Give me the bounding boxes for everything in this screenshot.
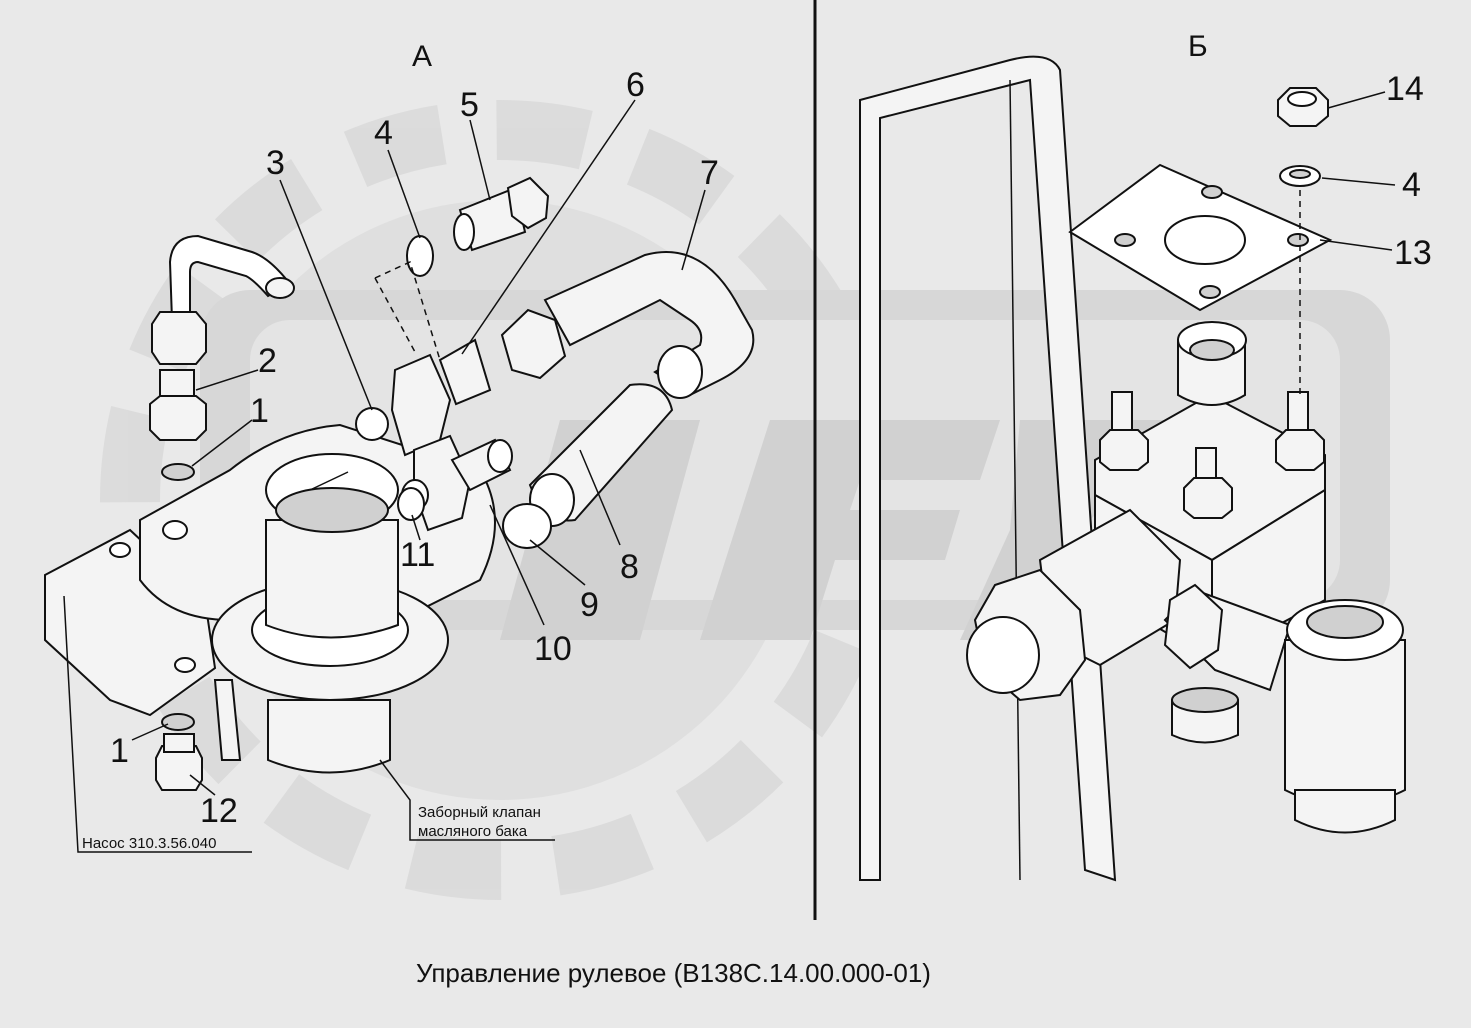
callout-12: 12 bbox=[200, 792, 238, 830]
callout-5: 5 bbox=[460, 86, 479, 124]
callout-7: 7 bbox=[700, 154, 719, 192]
view-a-drawing bbox=[44, 176, 755, 791]
callout-11: 11 bbox=[400, 536, 435, 574]
callout-4-b: 4 bbox=[1402, 166, 1421, 204]
callout-9: 9 bbox=[580, 586, 599, 624]
view-label-a: А bbox=[412, 40, 432, 73]
valve-note-line1: Заборный клапан bbox=[418, 804, 541, 821]
callout-4-a: 4 bbox=[374, 114, 393, 152]
callout-13: 13 bbox=[1394, 234, 1432, 272]
valve-note-line2: масляного бака bbox=[418, 823, 528, 840]
leaders-view-a bbox=[63, 99, 706, 853]
leaders-view-b bbox=[1319, 91, 1396, 251]
pump-note: Насос 310.3.56.040 bbox=[82, 835, 216, 852]
view-b-drawing bbox=[859, 55, 1406, 882]
figure-caption: Управление рулевое (В138С.14.00.000-01) bbox=[416, 958, 931, 988]
callout-6: 6 bbox=[626, 66, 645, 104]
callout-numbers: 2 1 3 4 5 6 7 8 9 10 11 1 12 14 4 13 bbox=[110, 66, 1432, 830]
view-label-b: Б bbox=[1188, 30, 1208, 63]
callout-8: 8 bbox=[620, 548, 639, 586]
callout-3: 3 bbox=[266, 144, 285, 182]
callout-14: 14 bbox=[1386, 70, 1424, 108]
callout-10: 10 bbox=[534, 630, 572, 668]
callout-2: 2 bbox=[258, 342, 277, 380]
callout-1-bottom: 1 bbox=[110, 732, 129, 770]
callout-1-top: 1 bbox=[250, 392, 269, 430]
